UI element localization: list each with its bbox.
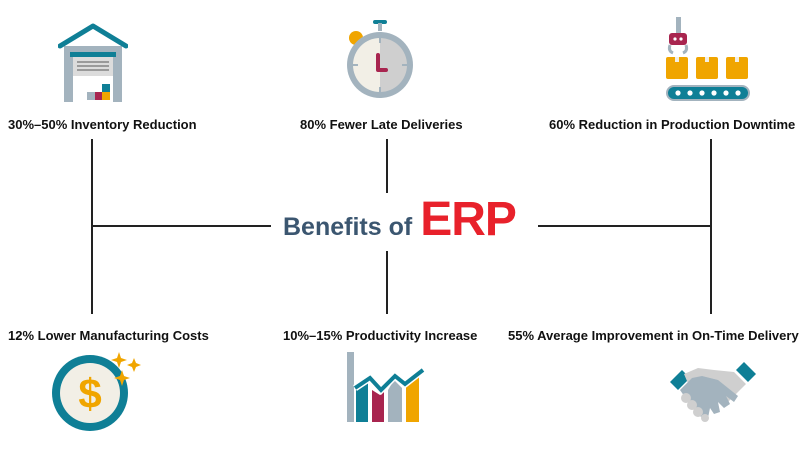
handshake-icon <box>668 360 758 430</box>
conveyor-icon <box>666 17 756 103</box>
benefit-label-manufacturing-costs: 12% Lower Manufacturing Costs <box>8 328 209 343</box>
dollar-coin-icon: $ <box>50 350 145 435</box>
benefit-label-late-deliveries: 80% Fewer Late Deliveries <box>300 117 463 132</box>
benefit-label-productivity: 10%–15% Productivity Increase <box>283 328 478 343</box>
connector-left-horizontal <box>91 225 271 227</box>
growth-chart-icon <box>345 350 425 425</box>
svg-text:$: $ <box>78 370 101 417</box>
stopwatch-icon <box>345 20 415 102</box>
benefit-label-inventory: 30%–50% Inventory Reduction <box>8 117 197 132</box>
diagram-title: Benefits of ERP <box>283 192 517 247</box>
benefit-label-downtime: 60% Reduction in Production Downtime <box>549 117 796 132</box>
connector-right-horizontal <box>538 225 712 227</box>
benefit-label-on-time-delivery: 55% Average Improvement in On-Time Deliv… <box>508 328 799 343</box>
connector-bottom-center <box>386 251 388 314</box>
title-prefix: Benefits of <box>283 213 413 241</box>
warehouse-icon <box>58 20 128 102</box>
title-highlight: ERP <box>420 193 517 246</box>
connector-top-center <box>386 139 388 193</box>
